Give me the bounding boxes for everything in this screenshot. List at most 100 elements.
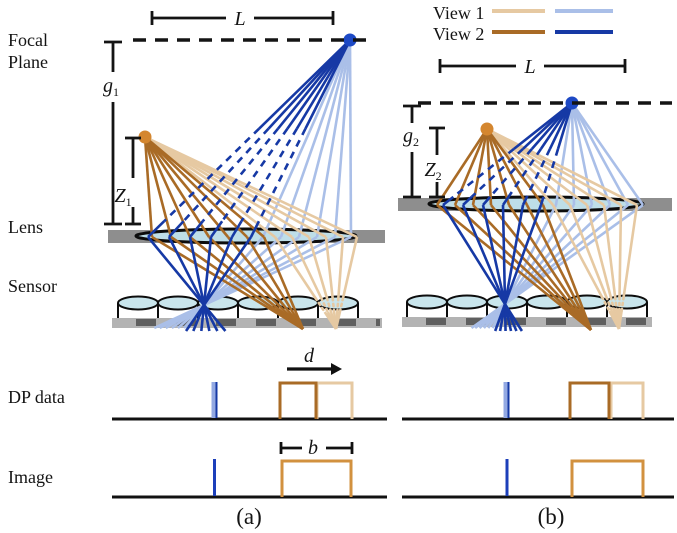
- legend-lines-layer: [492, 9, 613, 34]
- pixel-dark-segment: [136, 319, 156, 326]
- ray-view2-blue-pre-b: [442, 195, 455, 207]
- ray-view1-tan-pre-b: [486, 128, 554, 206]
- ray-view2-brown-post-b: [541, 204, 593, 331]
- ray-view1-tan-post-a: [324, 236, 334, 299]
- label-g2-base: g: [403, 125, 413, 147]
- ray-view2-blue-pre-b: [539, 102, 574, 150]
- microlens-top: [157, 295, 199, 311]
- pixel-dark-segment: [376, 319, 380, 326]
- ray-view1-tan-post-b: [618, 204, 623, 298]
- ray-view2-blue-pre-a: [168, 220, 185, 238]
- ray-view2-brown-post-a: [245, 236, 305, 330]
- ray-view1-tan-dotted-b: [600, 295, 611, 313]
- ray-view2-blue-pre-a: [230, 220, 243, 238]
- label-Z1-base: Z: [114, 185, 126, 207]
- ray-view1-tan-pre-a: [144, 135, 293, 239]
- ray-view2-brown-post-a: [262, 236, 305, 330]
- label-g1-base: g: [103, 75, 113, 97]
- point-source-orange-a: [138, 130, 152, 144]
- ray-view1-tan-pre-b: [486, 128, 571, 206]
- ray-view2-blue-pre-b: [521, 196, 529, 206]
- pixel-dark-segment: [586, 318, 606, 325]
- ray-view1-tan-post-b: [622, 204, 639, 298]
- label-Z2-sub: 2: [436, 169, 442, 183]
- ray-view1-tan-pre-b: [486, 127, 605, 207]
- pixel-dark-segment: [336, 319, 356, 326]
- ray-view1-tan-dotted-a: [319, 296, 330, 314]
- ray-view2-brown-pre-a: [143, 136, 230, 238]
- ray-view2-blue-pre-a: [188, 220, 204, 238]
- label-focal-plane-line1: Focal: [8, 30, 48, 50]
- ray-view2-brown-pre-b: [485, 128, 545, 206]
- ray-view2-blue-pre-b: [501, 196, 510, 206]
- label-dp-data: DP data: [8, 387, 65, 407]
- label-Z1-sub: 1: [126, 195, 132, 209]
- ray-view1-tan-dotted-a: [338, 296, 345, 314]
- microlens-top: [446, 294, 488, 310]
- ray-view1-tan-post-b: [617, 310, 623, 330]
- panel-label-b: (b): [538, 504, 565, 529]
- ray-view2-blue-dashed-a: [182, 127, 270, 223]
- label-g1-sub: 1: [113, 85, 119, 99]
- ray-view1-blue-pre-a: [348, 39, 353, 238]
- ray-view2-blue-post-a: [200, 236, 213, 332]
- ray-view2-brown-post-b: [525, 204, 593, 331]
- pixel-bar-b: [402, 317, 652, 327]
- label-Z1: Z1: [114, 185, 131, 209]
- ray-view2-blue-post-a: [167, 236, 219, 332]
- microlens-top: [117, 295, 159, 311]
- label-Z2-base: Z: [424, 159, 436, 181]
- ray-view1-blue-pre-a: [333, 39, 352, 238]
- ray-view1-tan-post-a: [334, 311, 342, 330]
- ray-view2-blue-dashed-b: [542, 148, 560, 198]
- label-g1: g1: [103, 75, 119, 99]
- signal-plots-layer: [112, 363, 674, 499]
- ray-view2-blue-post-a: [188, 236, 211, 332]
- ray-view1-blue-pre-b: [570, 102, 645, 206]
- ray-view2-brown-post-b: [436, 203, 592, 332]
- ray-view2-blue-dashed-a: [257, 128, 307, 222]
- label-b: b: [308, 437, 318, 459]
- label-g2: g2: [403, 125, 419, 149]
- ray-view2-brown-pre-b: [485, 128, 511, 206]
- ray-view1-tan-post-a: [337, 236, 345, 299]
- ray-view2-blue-dashed-a: [163, 127, 261, 223]
- microlens-top: [406, 294, 448, 310]
- pixel-dark-segment: [296, 319, 316, 326]
- label-Z2: Z2: [424, 159, 441, 183]
- ray-view2-brown-post-b: [454, 204, 592, 331]
- ray-view2-blue-dashed-a: [240, 127, 299, 222]
- ray-view1-tan-pre-a: [144, 135, 310, 239]
- ray-view2-blue-dashed-b: [470, 147, 524, 198]
- ray-view1-tan-dotted-b: [613, 295, 619, 313]
- ray-view1-tan-post-a: [290, 236, 323, 299]
- ray-view1-tan-post-b: [602, 204, 617, 298]
- annotations-layer: [104, 11, 672, 226]
- ray-view2-blue-pre-a: [209, 220, 224, 238]
- pixel-bar-a: [112, 318, 382, 328]
- ray-view2-brown-pre-b: [435, 128, 489, 206]
- image-pulse-a: [280, 459, 353, 497]
- ray-view1-blue-pre-b: [554, 102, 574, 206]
- dp-pulse-view2-b: [568, 381, 611, 419]
- ray-view2-brown-post-b: [489, 204, 593, 331]
- ray-view1-blue-pre-a: [279, 39, 352, 238]
- optics-panel-b: [398, 96, 672, 332]
- ray-view1-tan-post-b: [568, 204, 608, 298]
- dp-pulse-view1-b: [609, 381, 645, 419]
- image-pulse-b: [570, 459, 645, 497]
- ray-view1-tan-dotted-a: [314, 296, 327, 314]
- ray-view1-tan-dotted-a: [325, 296, 333, 314]
- ray-view2-blue-pre-b: [482, 195, 492, 206]
- ray-view1-tan-pre-a: [144, 135, 358, 239]
- ray-view2-blue-post-a: [192, 236, 234, 332]
- disparity-arrow-head: [331, 363, 342, 375]
- ray-view2-blue-post-b: [493, 204, 543, 332]
- ray-view2-blue-pre-a: [249, 220, 261, 238]
- ray-view1-blue-pre-a: [315, 39, 352, 238]
- ray-view2-blue-dashed-b: [489, 148, 533, 198]
- pixel-dark-segment: [426, 318, 446, 325]
- label-lens: Lens: [8, 217, 43, 237]
- ray-view1-tan-dotted-a: [335, 296, 340, 314]
